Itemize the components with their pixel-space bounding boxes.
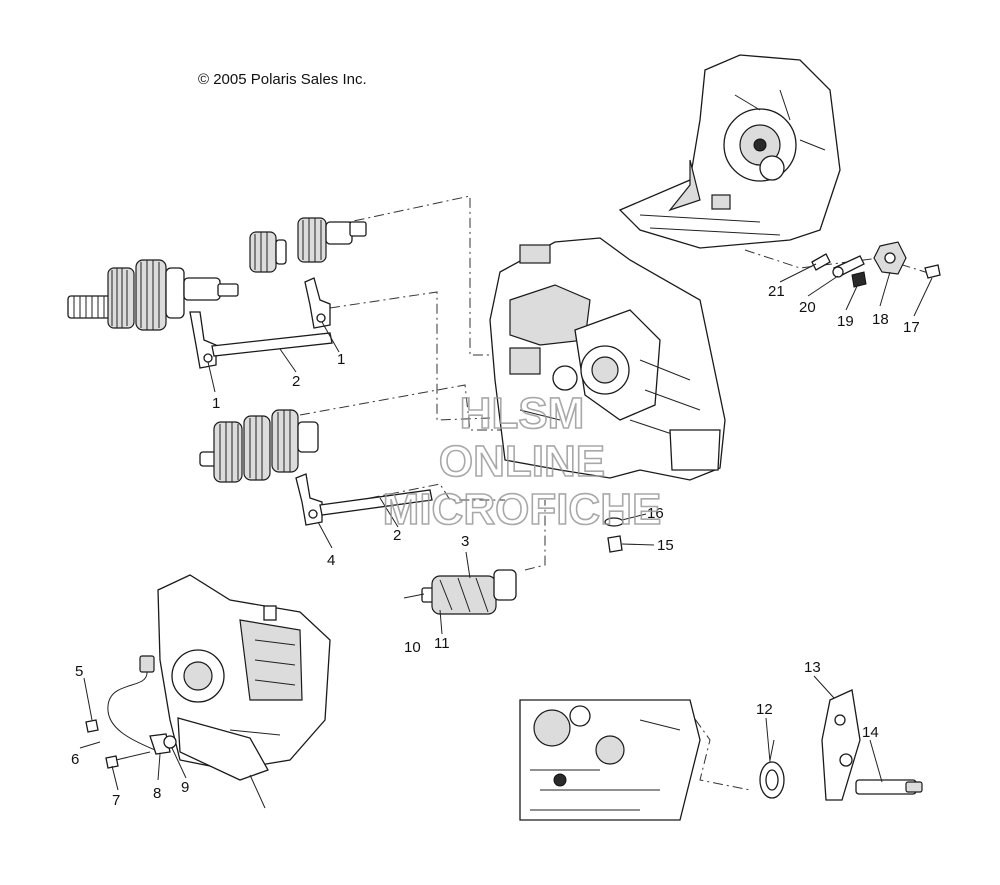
- callout-10: 10: [404, 639, 421, 656]
- callout-17: 17: [903, 319, 920, 336]
- crankcase-center: [489, 237, 726, 481]
- crankcase-lower-left: [157, 574, 331, 809]
- callout-20: 20: [799, 299, 816, 316]
- callout-16: 16: [647, 505, 664, 522]
- shift-fork-upper-left: [189, 311, 217, 369]
- watermark-line-1: HLSM: [460, 389, 585, 438]
- callout-14: 14: [862, 724, 879, 741]
- callout-19: 19: [837, 313, 854, 330]
- speed-sensor-assembly: [85, 655, 177, 769]
- shift-rail-upper: [211, 332, 333, 357]
- shift-spring: [759, 739, 785, 799]
- assembly-guide-lines: [299, 195, 936, 791]
- callout-13: 13: [804, 659, 821, 676]
- shift-drum: [403, 569, 517, 615]
- watermark-line-2: ONLINE: [439, 437, 605, 486]
- callout-12: 12: [756, 701, 773, 718]
- drain-plug-washer: [604, 517, 624, 553]
- callout-3: 3: [461, 533, 469, 550]
- crankcase-cover-right: [618, 54, 841, 249]
- callout-leaders: [79, 263, 933, 791]
- watermark-line-3: MICROFICHE: [383, 485, 662, 534]
- callout-15: 15: [657, 537, 674, 554]
- callout-9: 9: [181, 779, 189, 796]
- shift-fork-lower: [295, 473, 323, 526]
- callout-5: 5: [75, 663, 83, 680]
- callout-labels: 1 1 2 2 3 4 5 6 7 8 9 10 11 12 13 14 15 …: [71, 283, 920, 809]
- lower-gear-shaft: [199, 409, 319, 483]
- callout-1-left: 1: [212, 395, 220, 412]
- callout-11: 11: [434, 635, 450, 652]
- shift-fork-upper-right: [304, 277, 331, 329]
- callout-7: 7: [112, 792, 120, 809]
- upper-gear-shaft: [67, 217, 367, 331]
- shift-rail-lower: [319, 489, 433, 516]
- callout-6: 6: [71, 751, 79, 768]
- callout-4: 4: [327, 552, 335, 569]
- callout-18: 18: [872, 311, 889, 328]
- watermark: HLSM ONLINE MICROFICHE: [382, 388, 662, 535]
- cover-hardware: [811, 241, 941, 288]
- callout-2-upper: 2: [292, 373, 300, 390]
- callout-8: 8: [153, 785, 161, 802]
- shift-shaft: [855, 779, 923, 795]
- callout-1-right: 1: [337, 351, 345, 368]
- callout-2-lower: 2: [393, 527, 401, 544]
- callout-21: 21: [768, 283, 785, 300]
- copyright-text: © 2005 Polaris Sales Inc.: [198, 71, 367, 88]
- shift-arm-plate: [821, 689, 861, 801]
- shift-linkage-area: [519, 699, 701, 821]
